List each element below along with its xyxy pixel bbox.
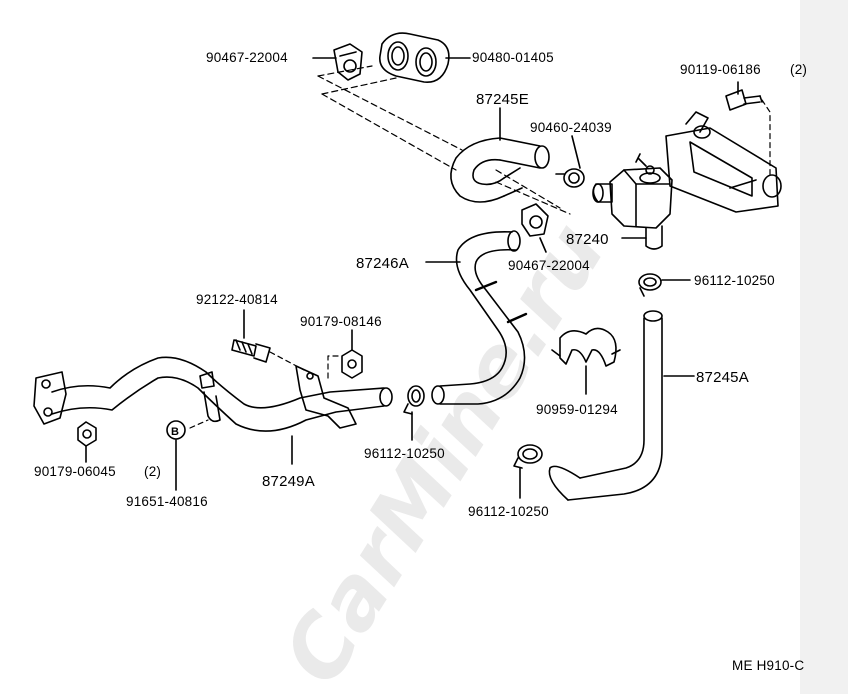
label-bolt-91651: 91651-40816 <box>126 494 208 509</box>
clip-top[interactable] <box>333 43 363 81</box>
nut-axis-line <box>327 355 343 379</box>
label-valve-87240: 87240 <box>566 231 609 248</box>
parts-diagram: CarMine.ru <box>33 32 807 694</box>
label-clip-double: 90959-01294 <box>536 402 618 417</box>
bolt-axis-line <box>761 99 771 179</box>
diagram-canvas <box>0 0 800 694</box>
valve-87240[interactable] <box>592 153 673 250</box>
label-bolt-92122: 92122-40814 <box>196 292 278 307</box>
nut-90179-06045[interactable] <box>77 421 97 447</box>
label-clamp-right: 96112-10250 <box>694 273 775 288</box>
label-nut-90179-06045: 90179-06045 <box>34 464 116 479</box>
label-clamp-mid: 96112-10250 <box>364 446 445 461</box>
hose-87246a[interactable] <box>431 230 528 405</box>
label-bolt-90119-qty: (2) <box>790 62 807 77</box>
assembly-lines-top <box>317 65 571 215</box>
label-clamp-90460: 90460-24039 <box>530 120 612 135</box>
clamp-mid[interactable] <box>403 385 425 415</box>
label-clamp-bottom: 96112-10250 <box>468 504 549 519</box>
leader-clamp-90460 <box>571 135 581 169</box>
diagram-code: ME H910-C <box>732 658 804 673</box>
hose-87245a[interactable] <box>548 310 663 501</box>
grommet[interactable] <box>379 32 450 83</box>
callout-b[interactable] <box>166 420 186 440</box>
label-nut-90179-06045-qty: (2) <box>144 464 161 479</box>
page-margin <box>800 0 848 694</box>
pipe-87249a[interactable] <box>33 356 393 432</box>
leader-clip-mid <box>539 237 547 253</box>
clamp-right[interactable] <box>638 273 662 297</box>
label-clip-top: 90467-22004 <box>206 50 288 65</box>
label-hose-87245a: 87245A <box>696 369 749 386</box>
label-grommet: 90480-01405 <box>472 50 554 65</box>
label-clip-mid: 90467-22004 <box>508 258 590 273</box>
bolt-92122[interactable] <box>231 339 271 363</box>
bolt-b-axis <box>189 419 209 429</box>
label-hose-87246a: 87246A <box>356 255 409 272</box>
clamp-90460[interactable] <box>555 168 585 188</box>
nut-90179-08146[interactable] <box>341 349 363 379</box>
label-nut-90179-08146: 90179-08146 <box>300 314 382 329</box>
bolt-90119[interactable] <box>725 89 763 111</box>
callout-b-letter: B <box>171 426 179 438</box>
label-pipe-87249a: 87249A <box>262 473 315 490</box>
label-hose-87245e: 87245E <box>476 91 529 108</box>
label-bolt-90119: 90119-06186 <box>680 62 761 77</box>
bracket[interactable] <box>665 111 782 213</box>
clamp-bottom[interactable] <box>513 444 543 469</box>
hose-87245e[interactable] <box>450 137 550 203</box>
clip-mid[interactable] <box>521 203 549 237</box>
clip-double[interactable] <box>551 327 621 367</box>
